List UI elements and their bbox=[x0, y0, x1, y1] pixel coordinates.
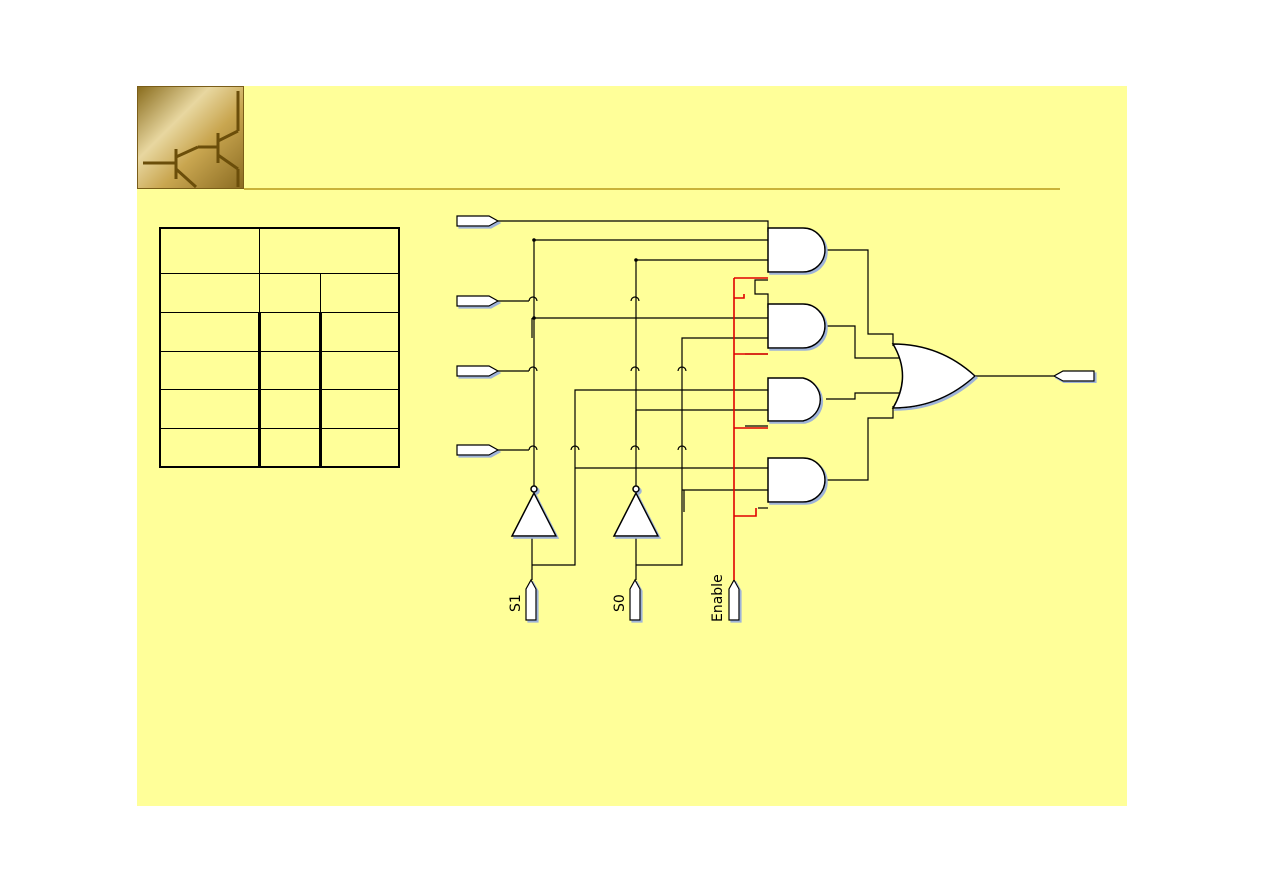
enable-input-pin[interactable] bbox=[728, 578, 740, 621]
input-pin-i0[interactable] bbox=[456, 215, 500, 227]
s1-input-pin[interactable] bbox=[525, 578, 537, 621]
table-cell bbox=[320, 388, 400, 429]
not-gate-s1 bbox=[510, 491, 558, 537]
table-cell bbox=[159, 388, 261, 429]
output-pin[interactable] bbox=[1052, 370, 1095, 382]
table-cell bbox=[259, 350, 322, 390]
enable-label: Enable bbox=[710, 574, 726, 622]
table-cell bbox=[320, 427, 400, 468]
input-pin-i2[interactable] bbox=[456, 365, 500, 377]
table-row bbox=[159, 227, 400, 274]
table-cell bbox=[159, 272, 260, 313]
table-cell bbox=[259, 227, 400, 274]
and-gate-3 bbox=[767, 377, 822, 422]
table-row bbox=[159, 311, 400, 352]
table-cell bbox=[259, 272, 321, 313]
s0-label: S0 bbox=[612, 594, 628, 612]
input-pin-i3[interactable] bbox=[456, 444, 500, 456]
not-gate-s0-bubble bbox=[632, 485, 640, 493]
table-row bbox=[159, 350, 400, 390]
wire-junctions bbox=[532, 238, 638, 320]
title-underline bbox=[244, 188, 1060, 190]
s1-label: S1 bbox=[508, 594, 524, 612]
wire-crossings bbox=[528, 296, 687, 451]
enable-wire bbox=[733, 277, 768, 580]
not-gate-s1-bubble bbox=[530, 485, 538, 493]
and-gate-2 bbox=[767, 303, 826, 349]
truth-table bbox=[159, 227, 400, 468]
table-cell bbox=[259, 427, 322, 468]
not-gate-s0 bbox=[612, 491, 660, 537]
input-pin-i1[interactable] bbox=[456, 295, 500, 307]
table-cell bbox=[159, 311, 261, 352]
table-row bbox=[159, 388, 400, 429]
and-gate-4 bbox=[767, 457, 826, 503]
and-gate-1 bbox=[767, 227, 826, 273]
table-row bbox=[159, 427, 400, 468]
transistor-icon bbox=[143, 91, 240, 189]
or-gate bbox=[891, 343, 977, 409]
transistor-logo bbox=[137, 86, 244, 189]
table-cell bbox=[159, 227, 260, 274]
data-input-pins bbox=[456, 215, 500, 456]
table-cell bbox=[259, 388, 322, 429]
table-cell bbox=[320, 272, 400, 313]
table-cell bbox=[320, 311, 400, 352]
table-cell bbox=[159, 350, 261, 390]
s0-input-pin[interactable] bbox=[629, 578, 641, 621]
table-cell bbox=[159, 427, 261, 468]
table-row bbox=[159, 272, 400, 313]
